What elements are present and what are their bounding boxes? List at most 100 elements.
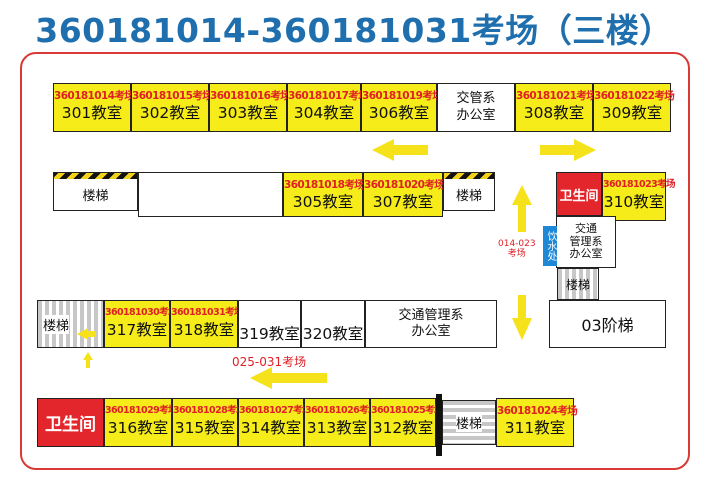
room-number: 309教室 bbox=[601, 104, 663, 122]
room-306: 360181019考场 306教室 bbox=[361, 83, 443, 132]
room-310: 360181023考场 310教室 bbox=[602, 172, 676, 221]
water-station: 饮水处 bbox=[543, 226, 557, 266]
room-309: 360181022考场 309教室 bbox=[593, 83, 675, 132]
stairs-03: 楼梯 bbox=[557, 268, 599, 300]
room-number: 313教室 bbox=[306, 419, 368, 437]
hazard-stripe bbox=[444, 173, 494, 179]
toilet-right: 卫生间 bbox=[556, 172, 602, 216]
exam-code: 360181025考场 bbox=[371, 405, 444, 416]
room-313: 360181026考场 313教室 bbox=[304, 398, 378, 447]
exam-code: 360181017考场 bbox=[288, 90, 369, 102]
room-number: 304教室 bbox=[293, 104, 355, 122]
stairs-lower-left: 楼梯 bbox=[37, 300, 104, 348]
toilet-label: 卫生间 bbox=[559, 188, 599, 204]
arrow-right-icon bbox=[540, 139, 596, 161]
room-311: 360181024考场 311教室 bbox=[496, 398, 578, 447]
exam-code: 360181027考场 bbox=[239, 405, 312, 416]
room-308: 360181021考场 308教室 bbox=[515, 83, 597, 132]
page-title: 360181014-360181031考场（三楼） bbox=[35, 11, 673, 50]
room-number: 316教室 bbox=[107, 419, 169, 437]
room-301: 360181014考场 301教室 bbox=[53, 83, 135, 132]
exam-code: 360181024考场 bbox=[497, 405, 578, 417]
floor-plan-frame bbox=[20, 52, 690, 470]
stairs-label: 楼梯 bbox=[38, 301, 103, 347]
stairs-label: 楼梯 bbox=[443, 401, 495, 444]
office-label-line3: 办公室 bbox=[569, 247, 603, 261]
hazard-stripe bbox=[54, 173, 137, 179]
lecture-hall-03: 03阶梯 bbox=[549, 300, 666, 348]
stairs-label: 楼梯 bbox=[455, 189, 482, 204]
room-305: 360181018考场 305教室 bbox=[283, 172, 365, 217]
room-number: 311教室 bbox=[504, 419, 566, 437]
room-307: 360181020考场 307教室 bbox=[363, 172, 445, 217]
room-315: 360181028考场 315教室 bbox=[172, 398, 246, 447]
exam-code: 360181015考场 bbox=[132, 90, 213, 102]
office-label-line1: 交管系 bbox=[456, 91, 496, 107]
room-number: 303教室 bbox=[217, 104, 279, 122]
arrow-up-icon bbox=[512, 185, 532, 232]
hall-label: 03阶梯 bbox=[581, 316, 634, 335]
exam-code: 360181023考场 bbox=[603, 179, 676, 190]
room-number: 320教室 bbox=[302, 325, 364, 343]
room-number: 312教室 bbox=[372, 419, 434, 437]
corridor-space bbox=[138, 172, 283, 217]
room-318: 360181031考场 318教室 bbox=[170, 300, 244, 348]
exam-code: 360181016考场 bbox=[210, 90, 291, 102]
exam-code: 360181019考场 bbox=[362, 90, 443, 102]
room-303: 360181016考场 303教室 bbox=[209, 83, 291, 132]
stairs-bottom: 楼梯 bbox=[442, 400, 496, 445]
exam-code: 360181030考场 bbox=[105, 307, 178, 318]
room-number: 310教室 bbox=[603, 193, 665, 211]
room-320: 320教室 bbox=[301, 300, 365, 348]
arrow-left-icon bbox=[372, 139, 428, 161]
exam-code: 360181018考场 bbox=[284, 179, 365, 191]
room-number: 317教室 bbox=[106, 321, 168, 339]
toilet-label: 卫生间 bbox=[45, 415, 96, 435]
office-label-line2: 办公室 bbox=[411, 324, 451, 339]
room-number: 307教室 bbox=[372, 193, 434, 211]
room-317: 360181030考场 317教室 bbox=[104, 300, 178, 348]
room-number: 315教室 bbox=[174, 419, 236, 437]
office-jiaoguan: 交管系 办公室 bbox=[437, 83, 515, 132]
room-316: 360181029考场 316教室 bbox=[104, 398, 178, 447]
route-label-014-023: 014-023 考场 bbox=[498, 239, 536, 259]
arrow-down-icon bbox=[512, 295, 532, 340]
exam-code: 360181014考场 bbox=[54, 90, 135, 102]
room-number: 306教室 bbox=[368, 104, 430, 122]
room-304: 360181017考场 304教室 bbox=[287, 83, 369, 132]
exam-code: 360181029考场 bbox=[105, 405, 178, 416]
route-label-025-031: 025-031考场 bbox=[232, 355, 307, 369]
office-label-line1: 交通管理系 bbox=[398, 307, 464, 323]
office-label-line2: 办公室 bbox=[456, 107, 496, 123]
room-number: 314教室 bbox=[240, 419, 302, 437]
exam-code: 360181022考场 bbox=[594, 90, 675, 102]
exam-code: 360181020考场 bbox=[364, 179, 445, 191]
room-number: 318教室 bbox=[173, 321, 235, 339]
exam-code: 360181031考场 bbox=[171, 307, 244, 318]
water-label: 饮水处 bbox=[545, 231, 556, 261]
stairs-right: 楼梯 bbox=[443, 172, 495, 211]
room-number: 305教室 bbox=[292, 193, 354, 211]
office-jiaotong-lower: 交通管理系 办公室 bbox=[365, 300, 497, 348]
exam-code: 360181028考场 bbox=[173, 405, 246, 416]
office-label-line2: 管理系 bbox=[569, 234, 603, 248]
room-number: 308教室 bbox=[523, 104, 585, 122]
arrow-left-icon bbox=[77, 328, 96, 340]
stairs-label: 楼梯 bbox=[565, 277, 590, 292]
room-number: 302教室 bbox=[139, 104, 201, 122]
room-302: 360181015考场 302教室 bbox=[131, 83, 213, 132]
stairs-left: 楼梯 bbox=[53, 172, 138, 211]
office-label-line1: 交通 bbox=[575, 222, 597, 236]
stairs-label: 楼梯 bbox=[82, 189, 109, 204]
room-number: 301教室 bbox=[61, 104, 123, 122]
arrow-left-icon bbox=[250, 367, 327, 389]
room-314: 360181027考场 314教室 bbox=[238, 398, 312, 447]
wall-divider bbox=[436, 394, 442, 456]
exam-code: 360181021考场 bbox=[516, 90, 597, 102]
toilet-bottom: 卫生间 bbox=[37, 398, 104, 447]
exam-code: 360181026考场 bbox=[305, 405, 378, 416]
room-319: 319教室 bbox=[238, 300, 301, 348]
room-number: 319教室 bbox=[239, 325, 300, 343]
arrow-up-icon bbox=[83, 352, 93, 368]
